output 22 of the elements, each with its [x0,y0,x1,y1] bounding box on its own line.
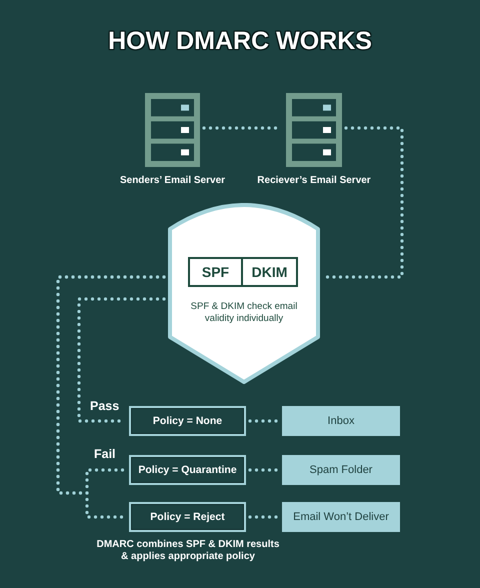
policy-box: Policy = Reject [129,502,246,532]
server-icon [145,93,200,167]
dotted-connector [248,419,280,423]
description-text: SPF & DKIM check email validity individually [190,301,298,325]
server-label: Reciever’s Email Server [257,175,371,187]
outcome-box: Email Won’t Deliver [282,502,400,532]
shield-panel [168,203,320,385]
edge-label: Fail [94,447,116,461]
note-text: DMARC combines SPF & DKIM results & applies appropriate policy [96,539,280,563]
dotted-connector [248,468,280,472]
protocol-box: SPF [188,257,243,287]
protocol-box: DKIM [243,257,298,287]
server-label: Senders’ Email Server [120,175,226,187]
policy-box: Policy = Quarantine [129,455,246,485]
dotted-connector [77,297,166,423]
outcome-box: Inbox [282,406,400,436]
server-icon [286,93,342,167]
policy-box: Policy = None [129,406,246,436]
edge-label: Pass [90,399,120,413]
dotted-connector [248,515,280,519]
outcome-box: Spam Folder [282,455,400,485]
title: HOW DMARC WORKS [108,26,372,56]
